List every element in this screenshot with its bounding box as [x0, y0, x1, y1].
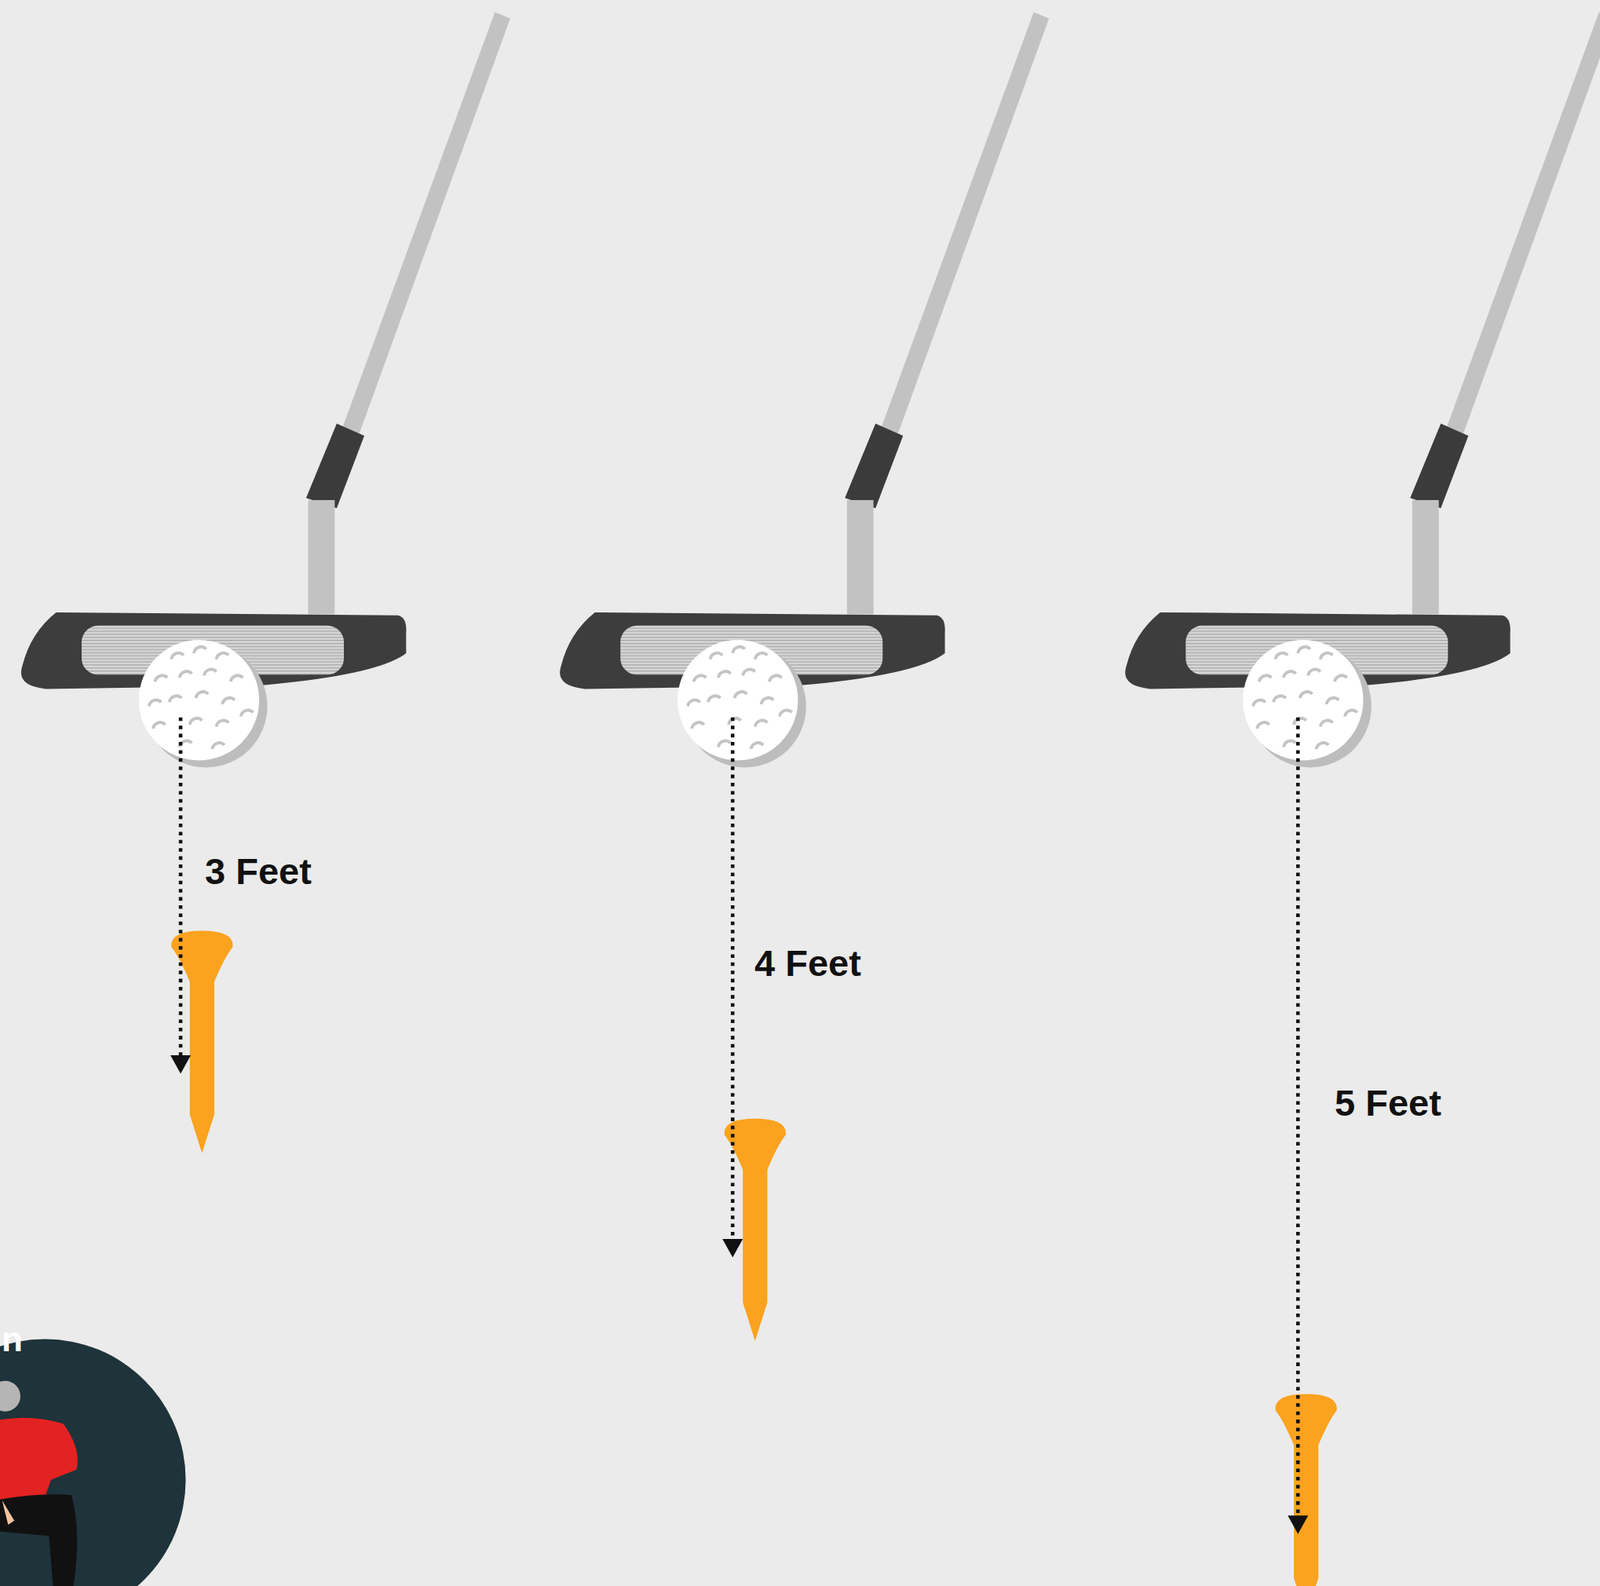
- distance-label: 3 Feet: [204, 852, 312, 890]
- distance-label: 4 Feet: [754, 944, 862, 982]
- golf-tee: [1275, 1394, 1337, 1586]
- arrowhead: [170, 1055, 191, 1074]
- distance-label: 5 Feet: [1334, 1084, 1442, 1122]
- distance-line: [1296, 717, 1301, 1518]
- arrowhead: [722, 1238, 743, 1257]
- putter: [1125, 12, 1600, 768]
- logo-badge: [0, 1338, 187, 1586]
- distance-line: [178, 717, 183, 1058]
- putter: [21, 12, 511, 768]
- putter: [559, 12, 1049, 768]
- logo-text: n: [1, 1322, 23, 1357]
- arrowhead: [1287, 1515, 1308, 1534]
- distance-line: [730, 717, 735, 1242]
